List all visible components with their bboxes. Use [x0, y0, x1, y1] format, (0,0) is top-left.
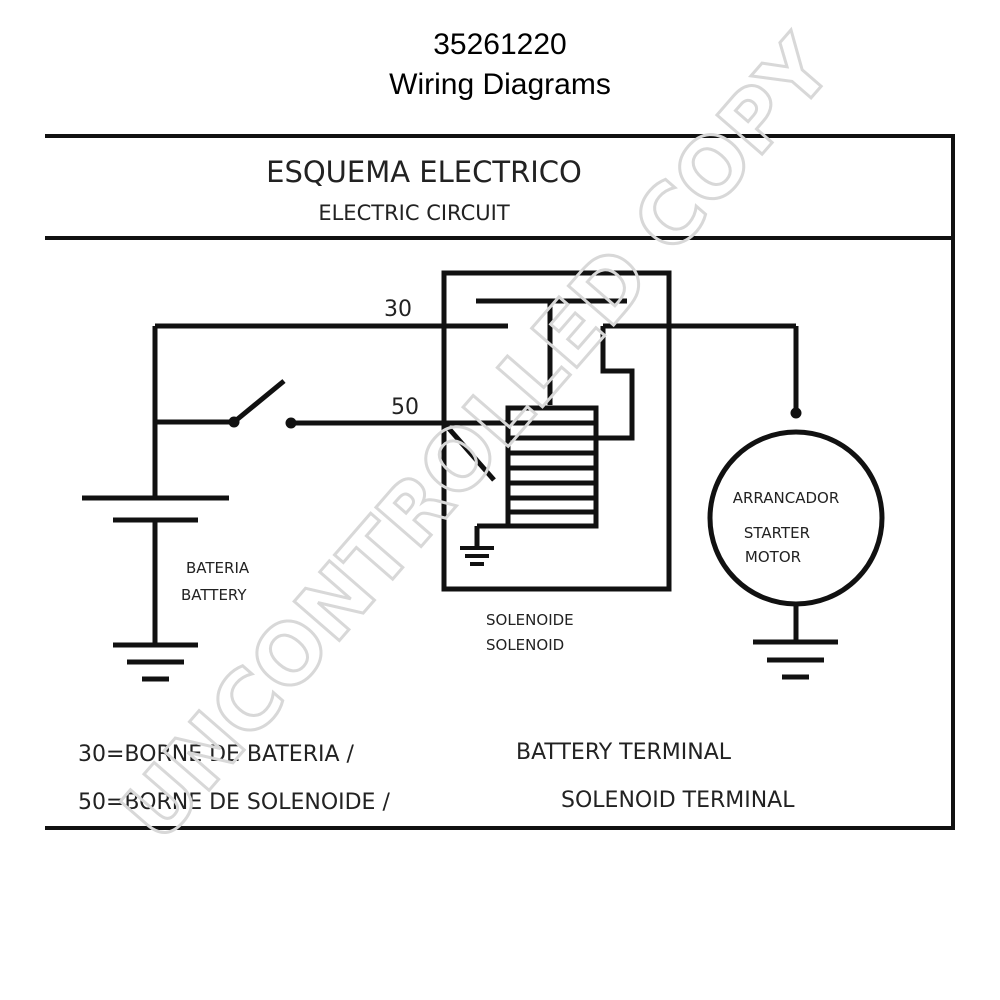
battery-circuit: [152, 323, 508, 500]
part-number: 35261220: [433, 28, 567, 61]
solenoid-coil: [474, 405, 599, 548]
heading-es: ESQUEMA ELECTRICO: [266, 155, 582, 189]
legend-line2-en: SOLENOID TERMINAL: [561, 788, 795, 813]
solenoid-label-es: SOLENOIDE: [486, 611, 574, 629]
legend-line1-es: 30=BORNE DE BATERIA /: [78, 742, 355, 767]
ignition-switch: [228, 379, 448, 429]
solenoid-label-en: SOLENOID: [486, 636, 564, 654]
page-title: Wiring Diagrams: [389, 68, 611, 101]
heading-en: ELECTRIC CIRCUIT: [318, 201, 509, 225]
watermark-text: UNCONTROLLED COPY: [104, 19, 852, 859]
solenoid-box: [441, 270, 672, 592]
battery-symbol: [82, 495, 229, 645]
starter-label-en-2: MOTOR: [745, 548, 801, 566]
starter-ground-icon: [753, 639, 838, 680]
terminal-30-label: 30: [384, 297, 412, 322]
starter-label-es: ARRANCADOR: [733, 489, 840, 507]
solenoid-contacts: [442, 298, 796, 482]
starter-motor-icon: [707, 429, 885, 642]
battery-label-es: BATERIA: [186, 559, 250, 577]
legend-line2-es: 50=BORNE DE SOLENOIDE /: [78, 790, 390, 815]
starter-label-en-1: STARTER: [744, 524, 810, 542]
battery-ground-icon: [113, 642, 198, 682]
terminal-50-label: 50: [391, 395, 419, 420]
battery-label-en: BATTERY: [181, 586, 247, 604]
starter-wire: [790, 326, 802, 419]
solenoid-ground-icon: [460, 546, 494, 566]
diagram-frame: [45, 134, 955, 830]
legend-line1-en: BATTERY TERMINAL: [516, 740, 732, 765]
